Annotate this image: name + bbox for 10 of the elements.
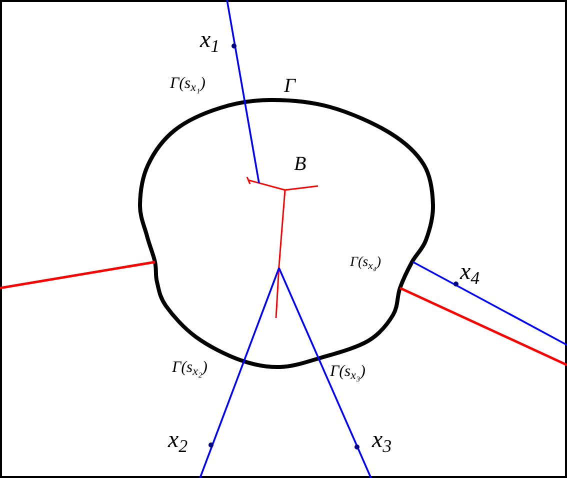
- math-label: x$_{1}$: [200, 28, 220, 52]
- math-label: x$_{2}$: [168, 428, 188, 452]
- math-label: x$_{3}$: [372, 428, 392, 452]
- math-label: Γ(s$_{x₃}$): [330, 364, 366, 380]
- math-label: Γ(s$_{x₂}$): [172, 360, 208, 376]
- math-label: x$_{4}$: [460, 260, 480, 284]
- math-label: Γ: [284, 76, 296, 96]
- math-label: B: [294, 154, 306, 174]
- math-label: Γ(s$_{x₁}$): [170, 76, 206, 92]
- math-label: Γ(s$_{x₄}$): [350, 256, 382, 270]
